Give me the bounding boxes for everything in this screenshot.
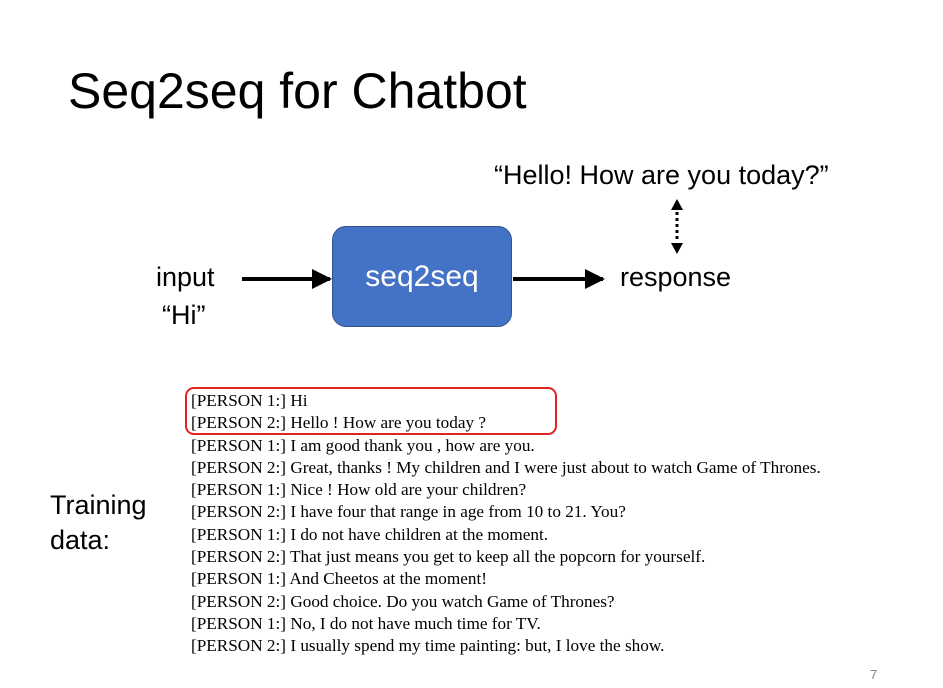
dialogue-line: [PERSON 1:] And Cheetos at the moment! [191, 569, 487, 589]
dialogue-line: [PERSON 1:] I am good thank you , how ar… [191, 435, 535, 455]
dialogue-line: [PERSON 1:] Hi [191, 391, 308, 410]
training-label-line1: Training [50, 490, 147, 520]
dialogue-line: [PERSON 2:] Hello ! How are you today ? [191, 413, 486, 433]
dialogue-line: [PERSON 1:] I do not have children at th… [191, 524, 549, 544]
dialogue-line: [PERSON 2:] That just means you get to k… [191, 547, 706, 567]
slide-title: Seq2seq for Chatbot [68, 63, 527, 119]
dialogue-line: [PERSON 2:] I have four that range in ag… [191, 502, 626, 522]
response-label: response [620, 262, 732, 292]
bidirectional-dotted-arrow [671, 199, 683, 254]
highlight-box [185, 387, 557, 435]
training-data-label: Training data: [50, 488, 147, 558]
response-example-text: “Hello! How are you today?” [494, 160, 829, 190]
input-example-text: “Hi” [162, 300, 206, 330]
input-label: input [156, 262, 215, 292]
seq2seq-model-box: seq2seq [332, 226, 512, 327]
dialogue-line: [PERSON 1:] Nice ! How old are your chil… [191, 480, 527, 500]
model-label: seq2seq [365, 259, 479, 293]
dialogue-line: [PERSON 1:] No, I do not have much time … [191, 613, 541, 633]
dialogue-line: [PERSON 2:] I usually spend my time pain… [191, 636, 665, 656]
page-number: 7 [870, 667, 878, 682]
training-label-line2: data: [50, 525, 111, 556]
dialogue-line: [PERSON 2:] Great, thanks ! My children … [191, 457, 821, 477]
training-dialogue: [PERSON 1:] Hi [PERSON 2:] Hello ! How a… [191, 390, 821, 658]
dialogue-line: [PERSON 2:] Good choice. Do you watch Ga… [191, 591, 615, 611]
